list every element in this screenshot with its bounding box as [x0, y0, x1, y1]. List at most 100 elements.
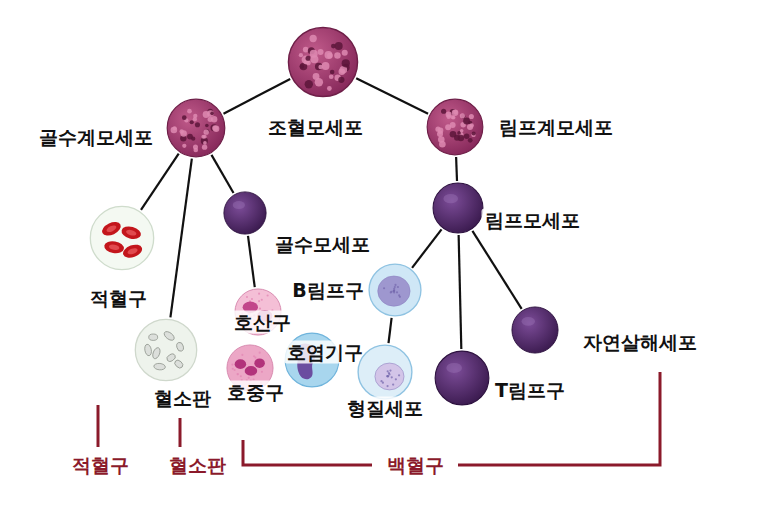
cell-body [435, 351, 489, 405]
cell-granule [460, 129, 464, 133]
cell-granule [335, 42, 343, 50]
lineage-line [455, 157, 458, 181]
cell-body [167, 99, 225, 157]
cell-granule [251, 298, 253, 300]
cell-granule [193, 117, 197, 121]
nucleus-dot [390, 291, 392, 293]
cell-granule [446, 114, 451, 119]
cell-body [90, 206, 153, 269]
cell-illustration [223, 191, 267, 235]
cell-body [224, 192, 266, 234]
nucleus-dot [386, 375, 388, 377]
cell-granule [232, 368, 234, 370]
cell-highlight [443, 194, 458, 203]
cell-label: 골수계모세포 [36, 126, 156, 149]
cell-nucleus [378, 276, 410, 306]
cell-node: 골수계모세포 [166, 98, 226, 158]
cell-granule [237, 373, 239, 375]
nucleus-dot [394, 284, 396, 286]
cell-outline [433, 183, 483, 233]
cell-nucleus [245, 366, 257, 376]
cell-granule [318, 49, 324, 55]
group-label: 적혈구 [69, 454, 132, 477]
cell-granule [171, 127, 178, 134]
cell-label: 호염기구 [284, 341, 366, 364]
red-cell-disc [121, 242, 144, 260]
cell-granule [310, 55, 318, 63]
cell-node: 형질세포 [357, 344, 413, 400]
cell-granule [334, 52, 341, 59]
cell-illustration [89, 205, 155, 271]
cell-illustration [134, 318, 198, 382]
cell-granule [338, 77, 344, 83]
cell-granule [300, 64, 304, 68]
cell-granule [452, 109, 459, 116]
nucleus-dot [397, 286, 399, 288]
cell-granule [258, 293, 260, 295]
cell-granule [231, 364, 233, 366]
cell-granule [204, 129, 209, 134]
red-cell-disc [103, 240, 125, 255]
cell-granule [191, 137, 195, 141]
cell-body [288, 27, 357, 96]
cell-granule [267, 294, 269, 296]
cell-outline [435, 351, 489, 405]
cell-granule [329, 74, 334, 79]
red-cell-centre [127, 247, 139, 256]
cell-label: 림프계모세포 [496, 116, 616, 139]
bracket-line [458, 372, 660, 465]
cell-illustration [511, 306, 559, 354]
nucleus-dot [392, 383, 394, 385]
nucleus-dot [391, 376, 393, 378]
red-cell-centre [106, 224, 118, 233]
platelet-shape [149, 334, 158, 340]
cell-granule [173, 126, 177, 130]
cell-granule [213, 126, 219, 132]
cell-illustration [434, 350, 490, 406]
cell-granule [248, 377, 250, 379]
group-label: 혈소판 [166, 454, 229, 477]
cell-label: 골수모세포 [272, 233, 373, 256]
cell-granule [460, 113, 465, 118]
cell-granule [315, 63, 322, 70]
cell-body [433, 183, 483, 233]
lineage-line [211, 155, 233, 193]
cell-granule [306, 56, 311, 61]
cell-granule [468, 138, 473, 143]
nucleus-dot [394, 286, 396, 288]
cell-label: 적혈구 [87, 287, 150, 310]
cell-granule [438, 128, 444, 134]
cell-illustration [166, 98, 226, 158]
nucleus-dot [393, 290, 395, 292]
cell-granule [193, 148, 198, 153]
cell-outline [135, 319, 196, 380]
nucleus-dot [398, 374, 400, 376]
cell-granule [438, 136, 445, 143]
cell-granule [211, 116, 217, 122]
cell-node: 골수모세포 [223, 191, 267, 235]
cell-granule [182, 144, 186, 148]
cell-granule [210, 111, 214, 115]
platelet-shape [151, 347, 161, 360]
cell-label: 형질세포 [344, 397, 426, 420]
nucleus-dot [398, 294, 400, 296]
cell-granule [310, 35, 317, 42]
cell-outline [358, 345, 412, 399]
platelet-shape [176, 342, 185, 352]
cell-granule [302, 56, 310, 64]
cell-highlight [522, 317, 535, 326]
cell-granule [327, 86, 332, 91]
red-cell-disc [100, 219, 123, 238]
cell-label: 림프모세포 [482, 209, 583, 232]
cell-granule [441, 109, 446, 114]
nucleus-dot [386, 385, 388, 387]
cell-granule [237, 373, 239, 375]
cell-label: 조혈모세포 [265, 116, 366, 139]
cell-label: 자연살해세포 [580, 331, 700, 354]
cell-granule [259, 308, 261, 310]
cell-granule [180, 130, 186, 136]
cell-node: 림프계모세포 [426, 98, 484, 156]
cell-granule [203, 141, 207, 145]
cell-granule [190, 120, 194, 124]
